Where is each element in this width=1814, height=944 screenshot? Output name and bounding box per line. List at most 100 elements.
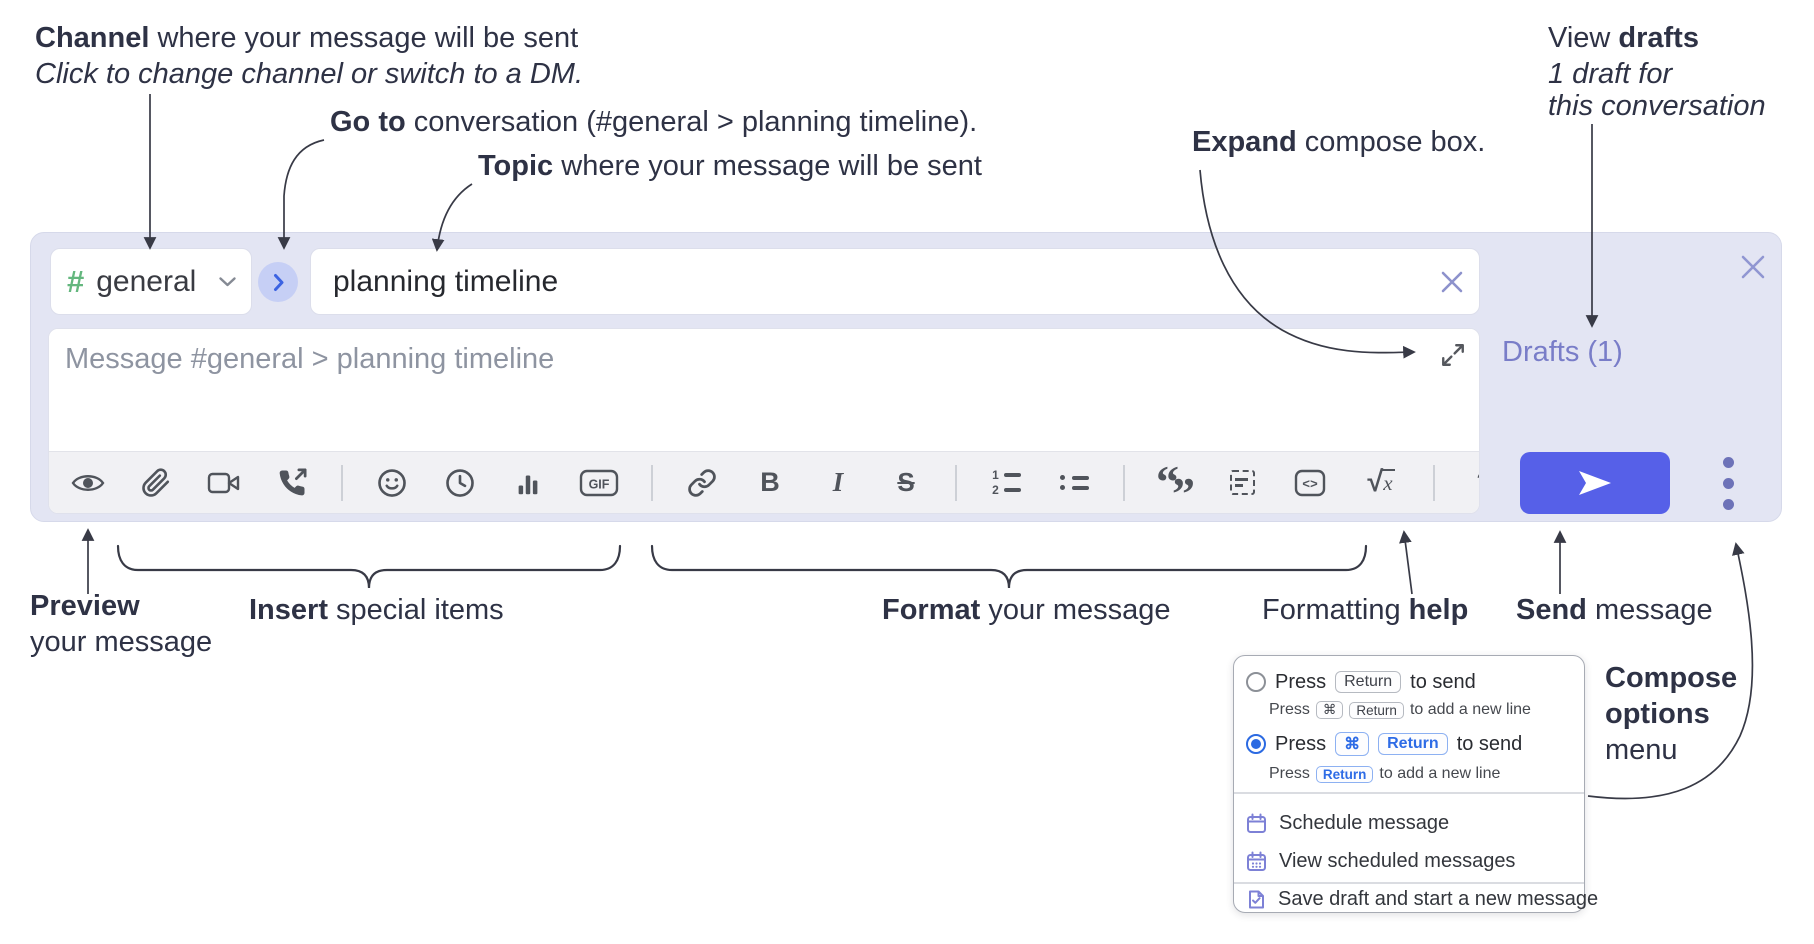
send-button[interactable]	[1520, 452, 1670, 514]
popup-divider	[1234, 792, 1584, 794]
radio-unselected-icon[interactable]	[1246, 672, 1266, 692]
svg-text:<>: <>	[1302, 477, 1318, 492]
spoiler-icon	[1229, 470, 1255, 495]
channel-hash-icon: #	[67, 263, 85, 299]
italic-icon: I	[832, 467, 844, 497]
connector-formatting-help	[1399, 530, 1413, 595]
quote-button[interactable]: “”	[1155, 455, 1195, 514]
preview-button[interactable]	[69, 460, 107, 506]
quote-icon: “”	[1156, 455, 1195, 514]
chevron-right-icon	[272, 273, 285, 292]
expand-icon	[1440, 342, 1466, 368]
chevron-down-icon	[218, 276, 237, 288]
code-button[interactable]: <>	[1291, 460, 1329, 506]
math-button[interactable]: √x	[1359, 460, 1403, 506]
link-button[interactable]	[683, 460, 721, 506]
annotation-send: Send message	[1516, 594, 1713, 626]
brace-insert	[116, 544, 622, 589]
toolbar-divider	[955, 464, 957, 501]
message-textarea[interactable]	[49, 329, 1479, 451]
annotation-compose-options-line2: options	[1605, 698, 1710, 730]
emoji-button[interactable]	[373, 460, 411, 506]
topic-input[interactable]	[311, 249, 1479, 314]
formatting-help-button[interactable]: ?	[1465, 460, 1479, 506]
expand-compose-button[interactable]	[1434, 338, 1472, 372]
video-call-button[interactable]	[205, 460, 243, 506]
channel-name: general	[96, 264, 197, 298]
phone-call-icon	[277, 468, 307, 498]
bulleted-list-icon	[1059, 475, 1089, 490]
calendar-icon	[1246, 813, 1267, 834]
annotation-goto: Go to conversation (#general > planning …	[330, 106, 978, 138]
video-camera-icon	[207, 470, 241, 496]
topic-clear-button[interactable]	[1432, 262, 1472, 302]
annotation-drafts-line3: this conversation	[1548, 90, 1766, 122]
kbd-return: Return	[1349, 701, 1404, 719]
bold-icon: B	[760, 467, 780, 497]
spoiler-button[interactable]	[1223, 460, 1261, 506]
send-plane-icon	[1576, 469, 1614, 497]
topic-field-wrap	[310, 248, 1480, 315]
compose-options-button[interactable]	[1708, 452, 1748, 514]
kbd-return-blue: Return	[1315, 765, 1374, 783]
kbd-cmd-blue: ⌘	[1335, 732, 1370, 756]
save-draft-icon	[1246, 889, 1266, 910]
channel-selector-button[interactable]: # general	[50, 248, 252, 315]
go-to-conversation-button[interactable]	[258, 262, 298, 302]
annotation-compose-options-line1: Compose	[1605, 662, 1738, 694]
eye-icon	[71, 470, 105, 496]
bold-button[interactable]: B	[751, 460, 789, 506]
annotation-insert: Insert special items	[249, 594, 504, 626]
strikethrough-icon: S	[897, 467, 915, 497]
audio-call-button[interactable]	[273, 460, 311, 506]
annotation-channel-sub: Click to change channel or switch to a D…	[35, 58, 584, 90]
menu-item-schedule-message[interactable]: Schedule message	[1246, 804, 1449, 842]
annotation-view-drafts: View drafts	[1548, 22, 1699, 54]
svg-text:GIF: GIF	[589, 477, 610, 491]
time-button[interactable]	[441, 460, 479, 506]
gif-icon: GIF	[578, 467, 620, 499]
italic-button[interactable]: I	[819, 460, 857, 506]
annotation-format: Format your message	[882, 594, 1171, 626]
kbd-cmd: ⌘	[1315, 701, 1344, 719]
strikethrough-button[interactable]: S	[887, 460, 925, 506]
annotation-compose-options-line3: menu	[1605, 734, 1678, 766]
kbd-return-blue: Return	[1378, 733, 1448, 755]
attach-file-button[interactable]	[137, 460, 175, 506]
bar-chart-icon	[513, 468, 543, 498]
gif-button[interactable]: GIF	[577, 460, 621, 506]
message-box: GIF B I S 12 “” <> √x ?	[48, 328, 1480, 514]
menu-item-save-draft[interactable]: Save draft and start a new message	[1246, 888, 1598, 910]
kbd-return: Return	[1335, 671, 1402, 693]
radio-selected-icon[interactable]	[1246, 734, 1266, 754]
smiley-icon	[377, 468, 407, 498]
close-x-icon	[1739, 253, 1767, 281]
math-icon: √x	[1367, 466, 1395, 498]
clock-icon	[445, 468, 475, 498]
popup-divider	[1234, 882, 1584, 884]
paperclip-icon	[141, 467, 171, 499]
clear-x-icon	[1439, 269, 1465, 295]
bulleted-list-button[interactable]	[1055, 460, 1093, 506]
annotation-expand: Expand compose box.	[1192, 126, 1486, 158]
toolbar-divider	[1433, 464, 1435, 501]
toolbar-divider	[1123, 464, 1125, 501]
drafts-link[interactable]: Drafts (1)	[1502, 336, 1623, 368]
annotation-preview: Preview	[30, 590, 140, 622]
poll-button[interactable]	[509, 460, 547, 506]
menu-item-view-scheduled[interactable]: View scheduled messages	[1246, 842, 1515, 880]
annotation-formatting-help: Formatting help	[1262, 594, 1469, 626]
toolbar-divider	[341, 464, 343, 501]
calendar-grid-icon	[1246, 851, 1267, 872]
code-icon: <>	[1293, 468, 1327, 498]
close-compose-button[interactable]	[1732, 246, 1774, 288]
toolbar-divider	[651, 464, 653, 501]
